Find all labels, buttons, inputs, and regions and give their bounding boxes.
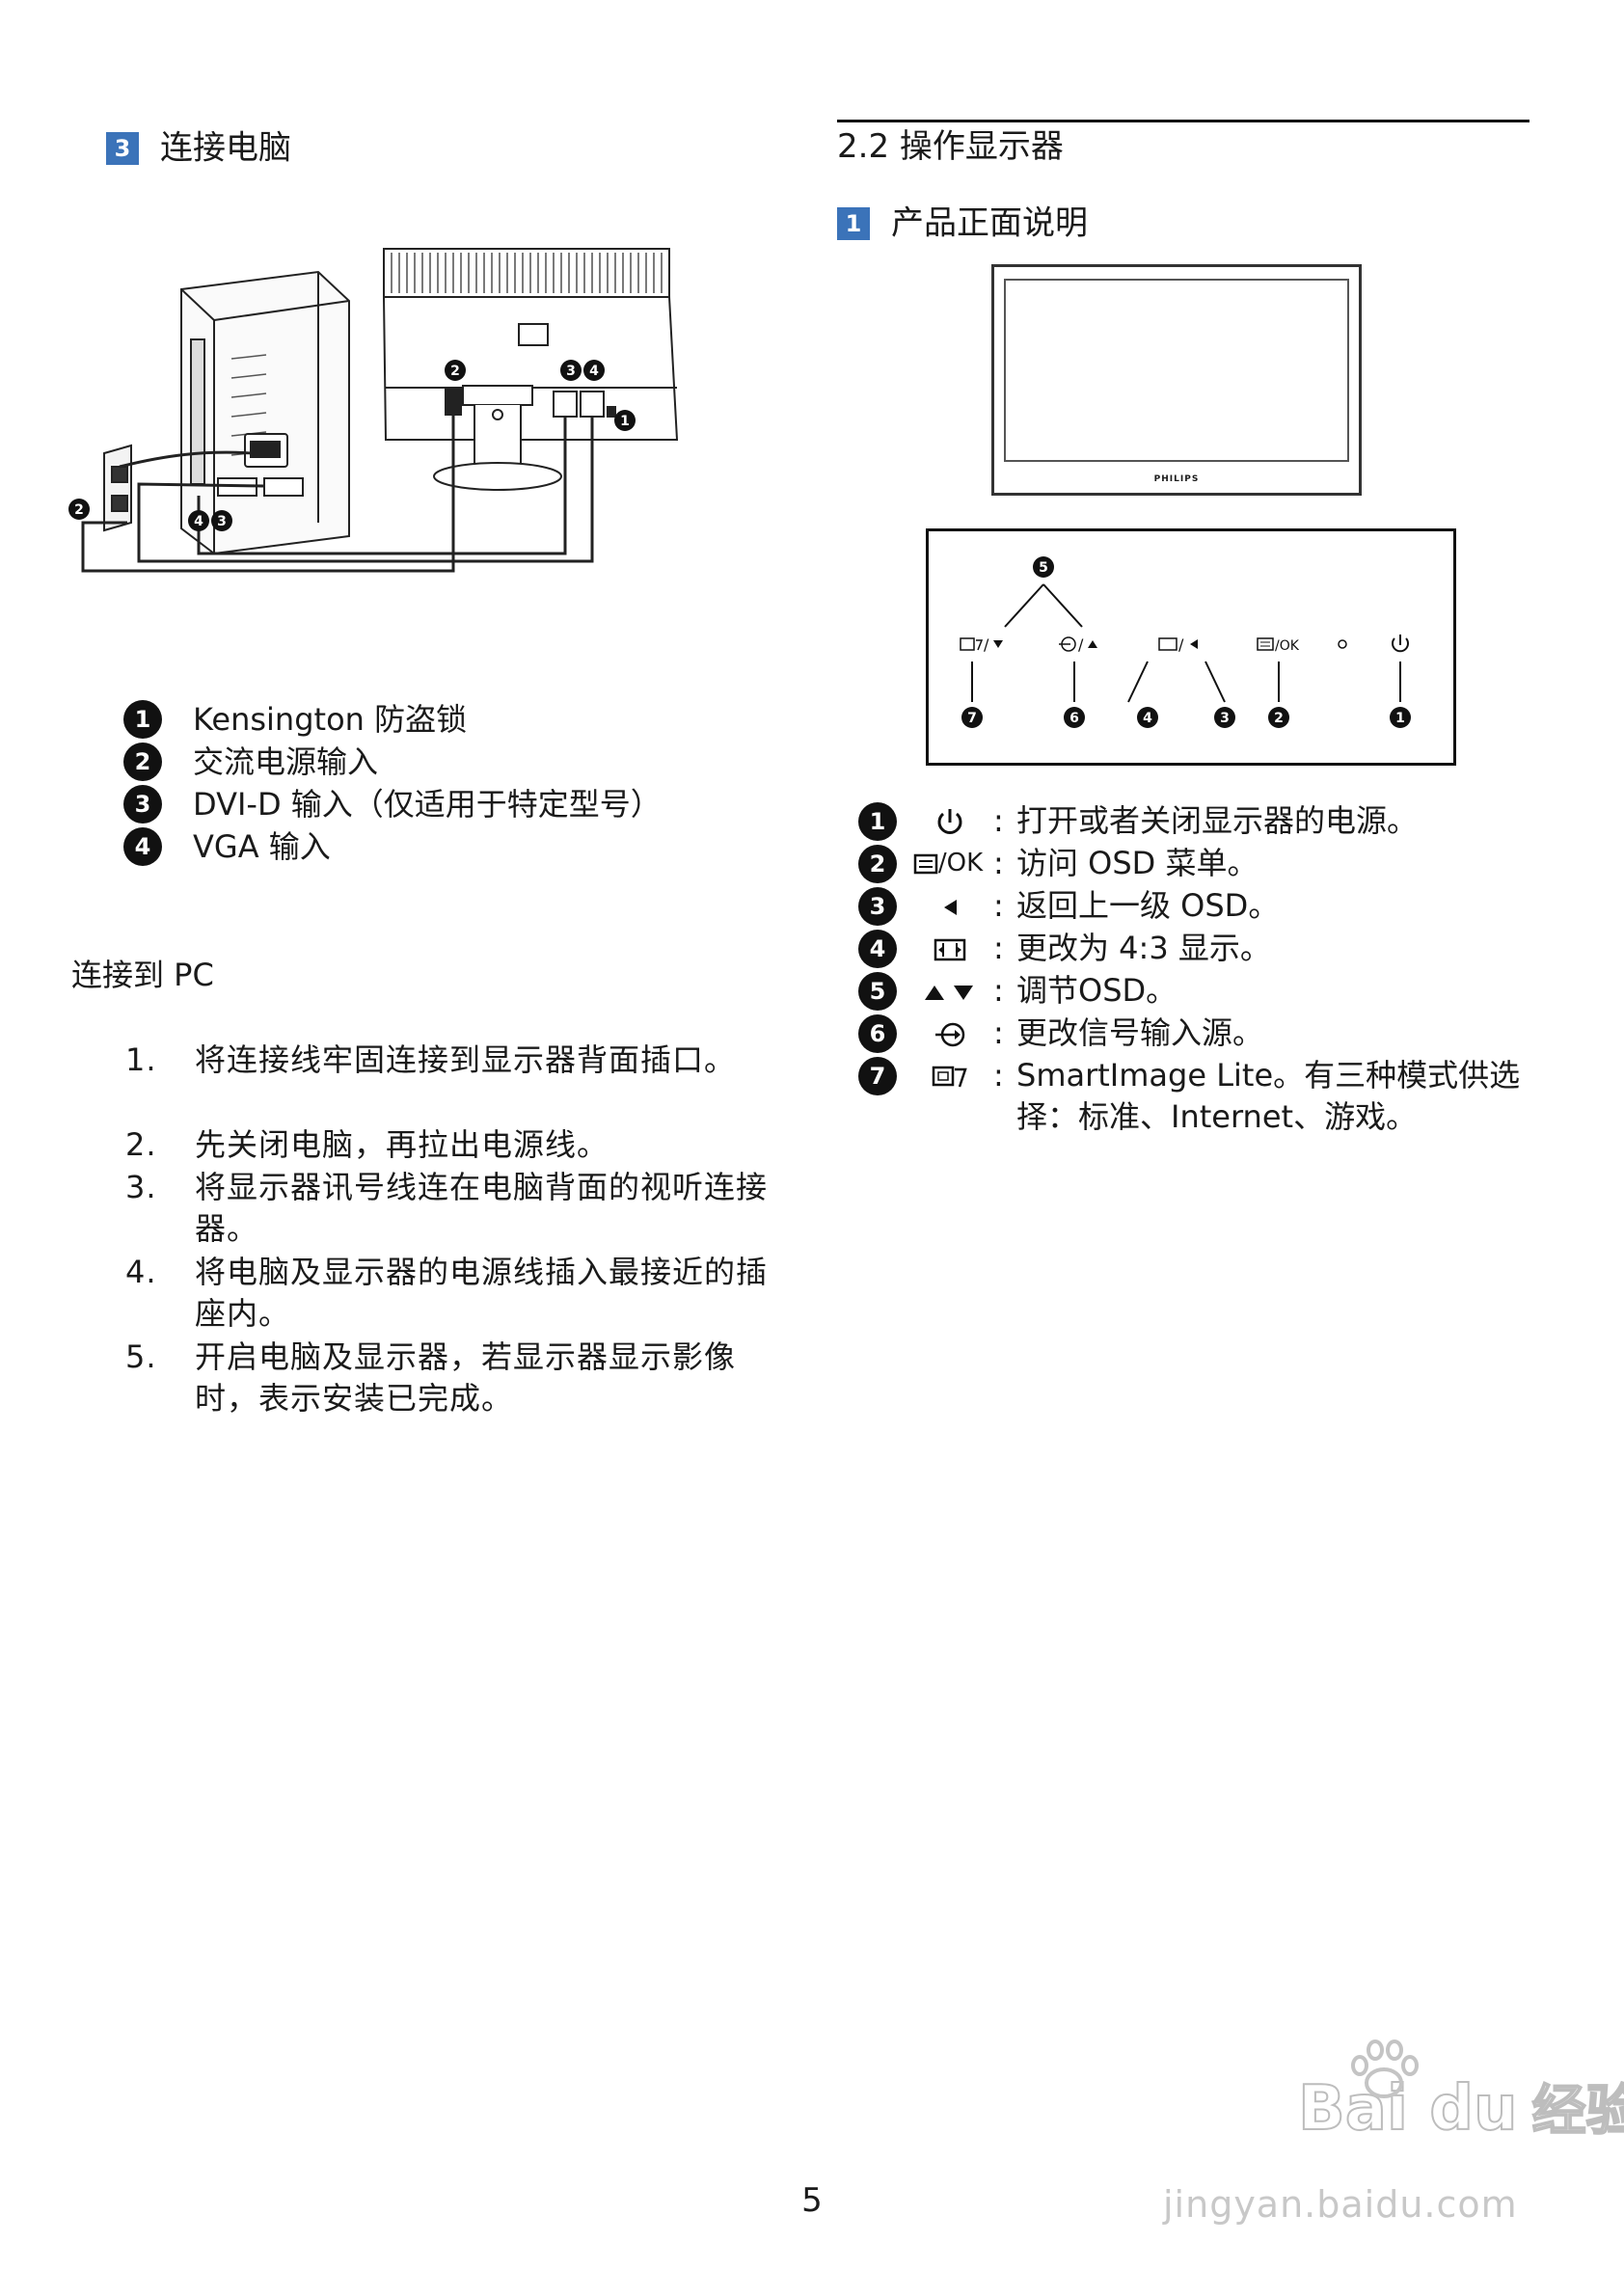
- callout-3-pc: 3: [217, 514, 227, 529]
- legend-bullet: 4: [123, 827, 162, 866]
- panel-callout-7: 7: [967, 711, 977, 726]
- connect-heading: 连接到 PC: [71, 957, 214, 993]
- feature-text: 更改信号输入源。: [1016, 1014, 1264, 1051]
- step-item: 1. 将连接线牢固连接到显示器背面插口。: [125, 1040, 781, 1122]
- legend-text: VGA 输入: [193, 828, 331, 865]
- step-text: 先关闭电脑，再拉出电源线。: [195, 1126, 609, 1163]
- watermark-url: jingyan.baidu.com: [1163, 2183, 1518, 2226]
- section-badge: 3: [106, 131, 139, 165]
- power-icon: [907, 800, 993, 842]
- legend-text: 交流电源输入: [193, 743, 379, 780]
- monitor-brand-logo: PHILIPS: [1153, 474, 1200, 484]
- page-number: 5: [801, 2181, 823, 2220]
- feature-bullet: 3: [858, 887, 897, 926]
- control-panel: / / / /OK 5 7 6 4 3 2 1: [926, 528, 1456, 766]
- section-title: 产品正面说明: [891, 203, 1088, 243]
- feature-item: 7 : SmartImage Lite。有三种模式供选择：标准、Internet…: [858, 1055, 1553, 1140]
- step-text: 将显示器讯号线连在电脑背面的视听连接器。: [195, 1169, 769, 1247]
- feature-text: 返回上一级 OSD。: [1016, 887, 1280, 924]
- step-text: 将连接线牢固连接到显示器背面插口。: [195, 1041, 737, 1078]
- step-number: 2.: [125, 1126, 157, 1163]
- triangle-left-icon: [907, 885, 993, 927]
- feature-bullet: 5: [858, 972, 897, 1011]
- feature-text: SmartImage Lite。有三种模式供选择：标准、Internet、游戏。: [1016, 1057, 1521, 1135]
- panel-callout-1: 1: [1395, 711, 1405, 726]
- callout-4-monitor: 4: [589, 364, 599, 379]
- monitor-front: PHILIPS: [991, 264, 1362, 496]
- panel-ok-label: /OK: [1275, 638, 1300, 654]
- panel-callout-4: 4: [1143, 711, 1152, 726]
- step-text: 将电脑及显示器的电源线插入最接近的插座内。: [195, 1254, 769, 1332]
- feature-text: 更改为 4:3 显示。: [1016, 930, 1271, 966]
- menu-ok-icon: /OK: [905, 843, 991, 884]
- menu-ok-label: /OK: [937, 849, 984, 878]
- feature-text: 访问 OSD 菜单。: [1016, 845, 1259, 881]
- baidu-watermark: Bai du 经验: [1297, 2039, 1624, 2146]
- feature-bullet: 2: [858, 845, 897, 883]
- section-heading-connect: 3 连接电脑: [106, 127, 291, 168]
- feature-bullet: 7: [858, 1057, 897, 1095]
- legend-text: Kensington 防盗锁: [193, 701, 468, 738]
- section-badge: 1: [837, 206, 870, 240]
- svg-text:/: /: [1178, 635, 1184, 654]
- monitor-screen: [1004, 279, 1349, 462]
- page-heading: 2.2 操作显示器: [837, 127, 1064, 166]
- paw-icon: [1351, 2039, 1419, 2098]
- callout-2-monitor: 2: [450, 364, 460, 379]
- smartimage-icon: [907, 1055, 993, 1096]
- step-number: 3.: [125, 1169, 157, 1205]
- input-source-icon: [907, 1013, 993, 1054]
- callout-3-monitor: 3: [566, 364, 576, 379]
- svg-text:/: /: [984, 635, 989, 654]
- legend-bullet: 2: [123, 743, 162, 781]
- callout-1-monitor: 1: [620, 414, 630, 429]
- svg-text:/: /: [1078, 635, 1084, 654]
- feature-bullet: 6: [858, 1014, 897, 1053]
- aspect-ratio-icon: [907, 928, 993, 969]
- feature-text: 调节OSD。: [1016, 972, 1177, 1009]
- legend-bullet: 3: [123, 785, 162, 824]
- legend-text: DVI-D 输入（仅适用于特定型号）: [193, 786, 662, 823]
- watermark-brand: Bai du: [1297, 2072, 1519, 2146]
- panel-callout-2: 2: [1274, 711, 1284, 726]
- step-number: 4.: [125, 1254, 157, 1290]
- panel-callout-5: 5: [1039, 560, 1048, 576]
- section-heading-front: 1 产品正面说明: [837, 203, 1088, 243]
- up-down-icon: [907, 970, 993, 1012]
- feature-bullet: 1: [858, 802, 897, 841]
- section-title: 连接电脑: [160, 128, 291, 168]
- callout-2-outlet: 2: [74, 502, 84, 518]
- step-number: 5.: [125, 1338, 157, 1375]
- connection-diagram: 2 3 4 1 2 4 3: [68, 248, 679, 573]
- feature-bullet: 4: [858, 930, 897, 968]
- callout-4-pc: 4: [194, 514, 203, 529]
- legend-bullet: 1: [123, 700, 162, 739]
- header-rule: [837, 120, 1529, 122]
- watermark-brand-cn: 经验: [1531, 2079, 1624, 2144]
- panel-callout-3: 3: [1220, 711, 1230, 726]
- step-text: 开启电脑及显示器，若显示器显示影像时，表示安装已完成。: [195, 1338, 737, 1417]
- step-number: 1.: [125, 1041, 157, 1078]
- feature-text: 打开或者关闭显示器的电源。: [1016, 802, 1419, 839]
- panel-callout-6: 6: [1069, 711, 1079, 726]
